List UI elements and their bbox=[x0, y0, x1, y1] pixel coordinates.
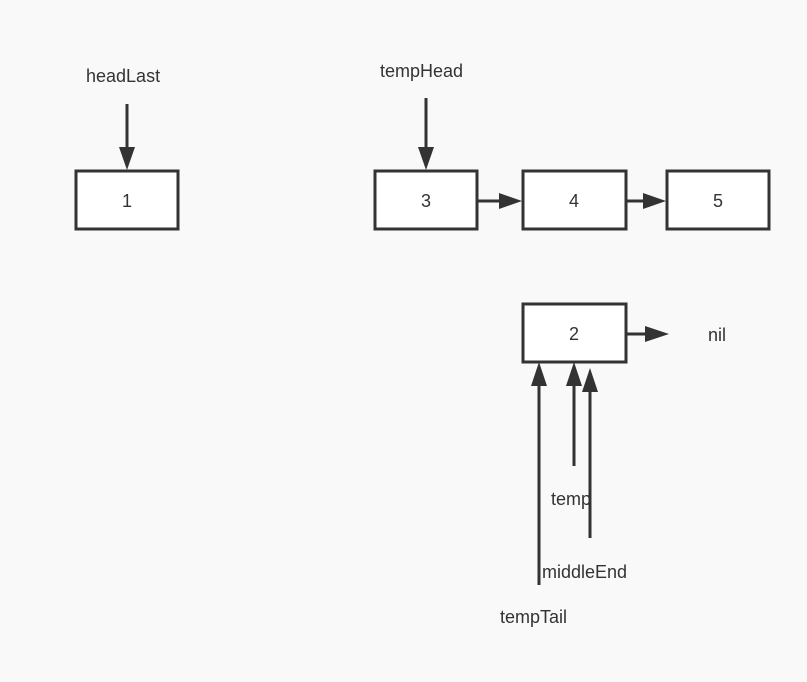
arrow-middle-end-to-node-2 bbox=[582, 368, 598, 538]
label-middle-end: middleEnd bbox=[542, 562, 627, 582]
node-4: 4 bbox=[521, 169, 628, 231]
node-1: 1 bbox=[74, 169, 180, 231]
arrow-node-3-to-node-4 bbox=[477, 193, 522, 209]
node-4-value: 4 bbox=[569, 191, 579, 211]
node-5-box bbox=[665, 169, 771, 231]
node-2: 2 bbox=[521, 302, 628, 364]
node-3-box bbox=[373, 169, 479, 231]
label-head-last: headLast bbox=[86, 66, 160, 86]
arrow-node-2-to-nil bbox=[626, 326, 669, 342]
node-5-value: 5 bbox=[713, 191, 723, 211]
arrow-node-4-to-node-5 bbox=[626, 193, 666, 209]
label-temp-tail: tempTail bbox=[500, 607, 567, 627]
label-nil: nil bbox=[708, 325, 726, 345]
node-4-box bbox=[521, 169, 628, 231]
arrow-temp-head-to-node-3 bbox=[418, 98, 434, 170]
node-2-box bbox=[521, 302, 628, 364]
arrow-temp-to-node-2 bbox=[566, 362, 582, 466]
node-3-value: 3 bbox=[421, 191, 431, 211]
node-1-box bbox=[74, 169, 180, 231]
label-temp-head: tempHead bbox=[380, 61, 463, 81]
node-5: 5 bbox=[665, 169, 771, 231]
arrow-temp-tail-to-node-2 bbox=[531, 362, 547, 585]
node-1-value: 1 bbox=[122, 191, 132, 211]
node-3: 3 bbox=[373, 169, 479, 231]
node-2-value: 2 bbox=[569, 324, 579, 344]
arrow-head-last-to-node-1 bbox=[119, 104, 135, 170]
label-temp: temp bbox=[551, 489, 591, 509]
